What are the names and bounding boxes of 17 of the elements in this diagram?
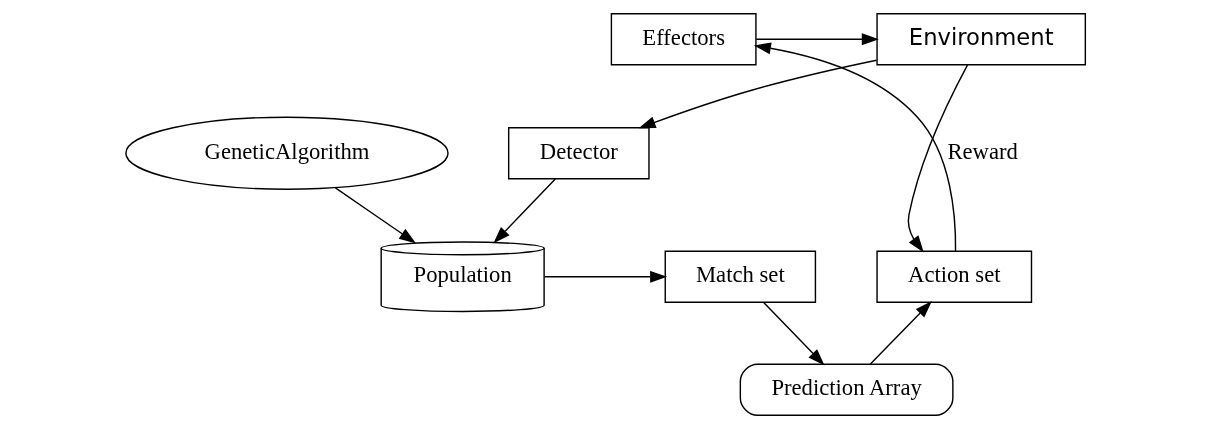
arrow [763,301,825,366]
node-box: Effectors [610,13,757,66]
arrow [334,187,417,244]
node-box: Match set [664,250,817,303]
arrow [869,301,932,365]
edge-label: Reward [947,138,1018,164]
node-box: Environment [876,13,1087,66]
arrow [638,59,878,129]
arrow [753,42,957,252]
arrow [907,64,969,253]
arrow [543,270,668,283]
node-box: Detector [508,127,650,180]
arrow [493,178,557,244]
node-ellipse: GeneticAlgorithm [125,116,449,190]
node-box: Action set [876,250,1033,303]
arrow [755,33,879,46]
node-box: Prediction Array [739,363,954,416]
